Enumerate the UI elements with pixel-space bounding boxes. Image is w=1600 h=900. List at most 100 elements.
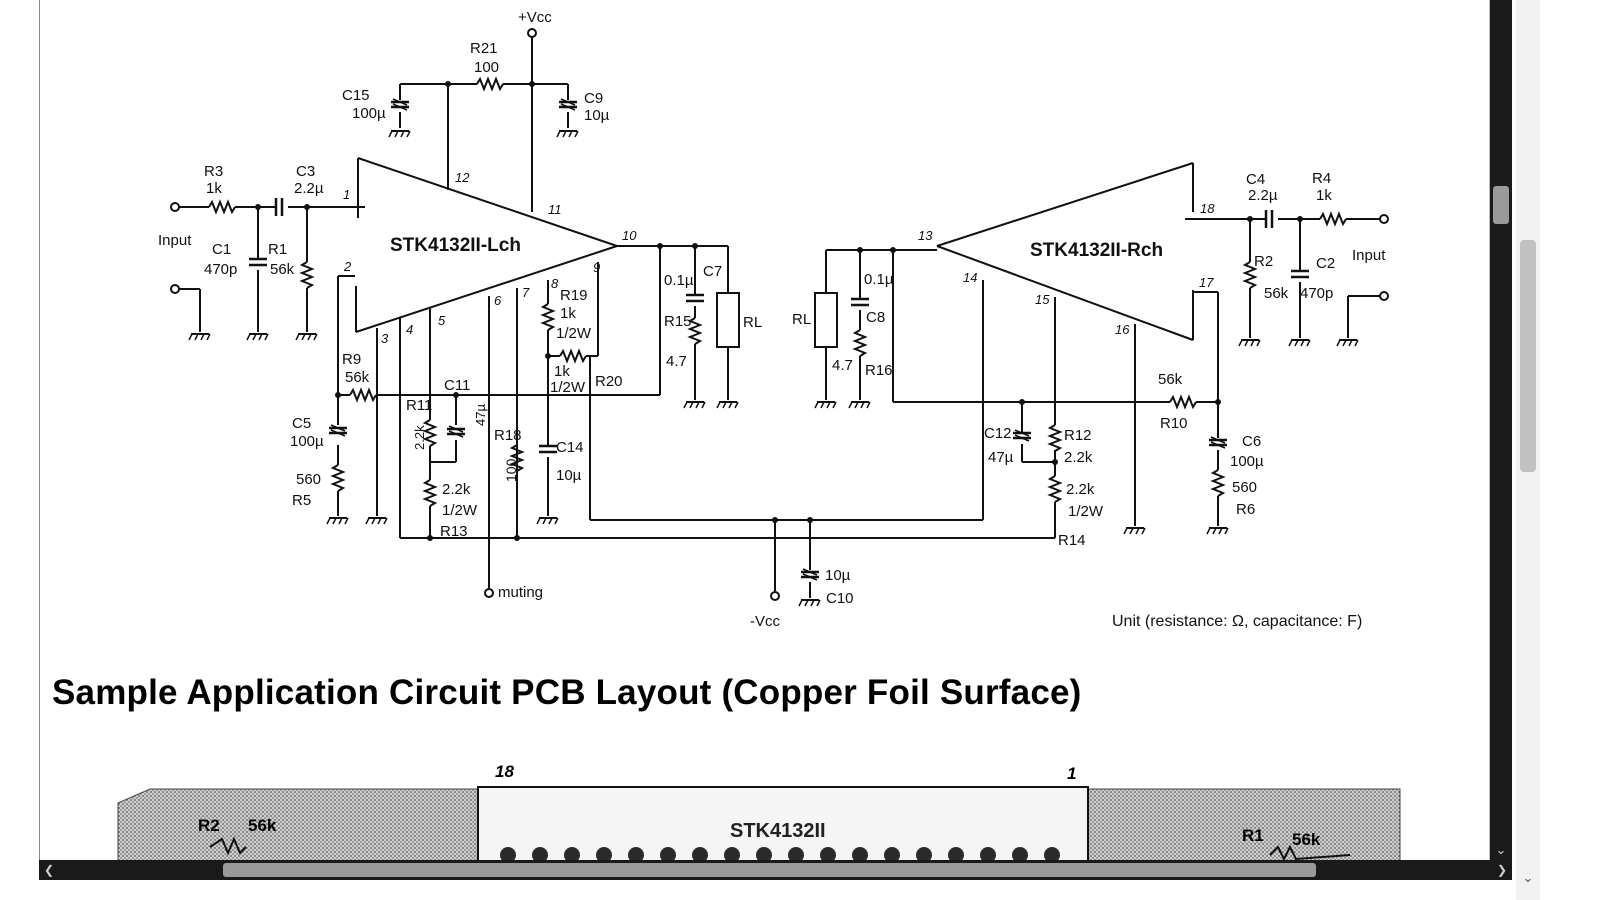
- c2-label: C2: [1316, 255, 1335, 272]
- pin-9: 9: [593, 260, 600, 275]
- document-vertical-scroll-thumb[interactable]: [1493, 186, 1509, 224]
- pin-1: 1: [343, 187, 350, 202]
- r4-value: 1k: [1316, 187, 1332, 204]
- r12-label: R12: [1064, 427, 1092, 444]
- pin-numbers: 1 2 3 4 5 6 7 8 9 10 11 12 13 14 15 16 1…: [343, 170, 1215, 346]
- r5-label: R5: [292, 492, 311, 509]
- pin-11: 11: [548, 202, 562, 217]
- pin-13: 13: [918, 228, 933, 243]
- pin-17: 17: [1199, 275, 1214, 290]
- schematic-components: [208, 78, 1347, 582]
- r13-watt: 1/2W: [442, 502, 478, 519]
- pin-10: 10: [622, 228, 637, 243]
- window-vertical-scroll-thumb[interactable]: [1520, 240, 1536, 472]
- page-left-edge: [39, 0, 40, 880]
- r21-label: R21: [470, 40, 498, 57]
- pcb-r1-value: 56k: [1292, 830, 1321, 849]
- document-horizontal-scrollbar[interactable]: ❮ ❯: [39, 860, 1512, 880]
- c15-value: 100µ: [352, 105, 386, 122]
- left-chip-label: STK4132II-Lch: [390, 235, 521, 256]
- input-right-label: Input: [1352, 247, 1386, 264]
- r15-value: 4.7: [666, 353, 687, 370]
- c1-label: C1: [212, 241, 231, 258]
- r20-label: R20: [595, 373, 623, 390]
- c7-label: C7: [703, 263, 722, 280]
- r3-label: R3: [204, 163, 223, 180]
- rl-right-label: RL: [792, 311, 811, 328]
- c4-value: 2.2µ: [1248, 187, 1278, 204]
- pcb-r1-label: R1: [1242, 826, 1264, 845]
- pcb-pads: [500, 847, 1060, 863]
- c2-value: 470p: [1300, 285, 1333, 302]
- section-heading: Sample Application Circuit PCB Layout (C…: [52, 673, 1082, 712]
- r15-label: R15: [664, 313, 692, 330]
- c7-value: 0.1µ: [664, 272, 694, 289]
- muting-label: muting: [498, 584, 543, 601]
- r13-value: 2.2k: [442, 481, 471, 498]
- vcc-neg-label: -Vcc: [750, 613, 781, 630]
- r3-value: 1k: [206, 180, 222, 197]
- pcb-r2-value: 56k: [248, 816, 277, 835]
- r21-value: 100: [474, 59, 499, 76]
- c12-label: C12: [984, 425, 1012, 442]
- r13-label: R13: [440, 523, 468, 540]
- r9-value: 56k: [345, 369, 370, 386]
- r11-value: 2.2k: [412, 425, 427, 450]
- r19-label: R19: [560, 287, 588, 304]
- scroll-left-arrow-icon[interactable]: ❮: [43, 863, 55, 877]
- r19-value: 1k: [560, 305, 576, 322]
- c9-value: 10µ: [584, 107, 610, 124]
- c14-value: 10µ: [556, 467, 582, 484]
- c11-label: C11: [444, 377, 470, 394]
- c11-value: 47µ: [473, 404, 488, 426]
- scroll-down-arrow-icon[interactable]: ⌄: [1495, 842, 1507, 857]
- page-right-edge: [1489, 0, 1490, 880]
- junction-dots: [255, 81, 1303, 541]
- r1-value: 56k: [270, 261, 295, 278]
- c4-label: C4: [1246, 171, 1265, 188]
- pin-3: 3: [381, 331, 389, 346]
- c14-label: C14: [556, 439, 584, 456]
- r6-value: 560: [1232, 479, 1257, 496]
- r6-label: R6: [1236, 501, 1255, 518]
- r20-watt: 1/2W: [550, 379, 586, 396]
- c10-label: C10: [826, 590, 854, 607]
- c15-label: C15: [342, 87, 370, 104]
- window-scroll-down-icon[interactable]: ⌄: [1522, 870, 1534, 885]
- pin-8: 8: [551, 276, 559, 291]
- c10-value: 10µ: [825, 567, 851, 584]
- c8-label: C8: [866, 309, 885, 326]
- r20-value: 1k: [554, 363, 570, 380]
- r9-label: R9: [342, 351, 361, 368]
- pcb-pin-1: 1: [1067, 764, 1076, 783]
- r11-label: R11: [406, 397, 432, 414]
- pin-18: 18: [1200, 201, 1215, 216]
- pcb-r2-label: R2: [198, 816, 220, 835]
- r10-label: R10: [1160, 415, 1188, 432]
- pin-7: 7: [522, 285, 530, 300]
- r5-value: 560: [296, 471, 321, 488]
- r2-value: 56k: [1264, 285, 1289, 302]
- c8-value: 0.1µ: [864, 271, 894, 288]
- document-vertical-scrollbar[interactable]: ⌄: [1490, 0, 1512, 880]
- pcb-layout-image: 18 1 STK4132II R2 56k R1 56k: [117, 762, 1401, 865]
- scroll-right-arrow-icon[interactable]: ❯: [1496, 863, 1508, 877]
- pcb-pin-18: 18: [495, 762, 514, 781]
- circuit-schematic: +Vcc R21 100 C15 100µ C9 10µ R3 1k C3 2.…: [158, 9, 1389, 630]
- pin-14: 14: [963, 270, 977, 285]
- document-horizontal-scroll-thumb[interactable]: [223, 863, 1316, 877]
- c12-value: 47µ: [988, 449, 1014, 466]
- window-vertical-scrollbar[interactable]: ⌄: [1516, 0, 1540, 900]
- pin-2: 2: [343, 259, 352, 274]
- r14-watt: 1/2W: [1068, 503, 1104, 520]
- r14-label: R14: [1058, 532, 1086, 549]
- r19-watt: 1/2W: [556, 325, 592, 342]
- c3-label: C3: [296, 163, 315, 180]
- pin-5: 5: [438, 313, 446, 328]
- r4-label: R4: [1312, 170, 1331, 187]
- pcb-chip-label: STK4132II: [730, 820, 826, 842]
- c3-value: 2.2µ: [294, 180, 324, 197]
- pin-6: 6: [494, 293, 502, 308]
- vcc-pos-label: +Vcc: [518, 9, 552, 26]
